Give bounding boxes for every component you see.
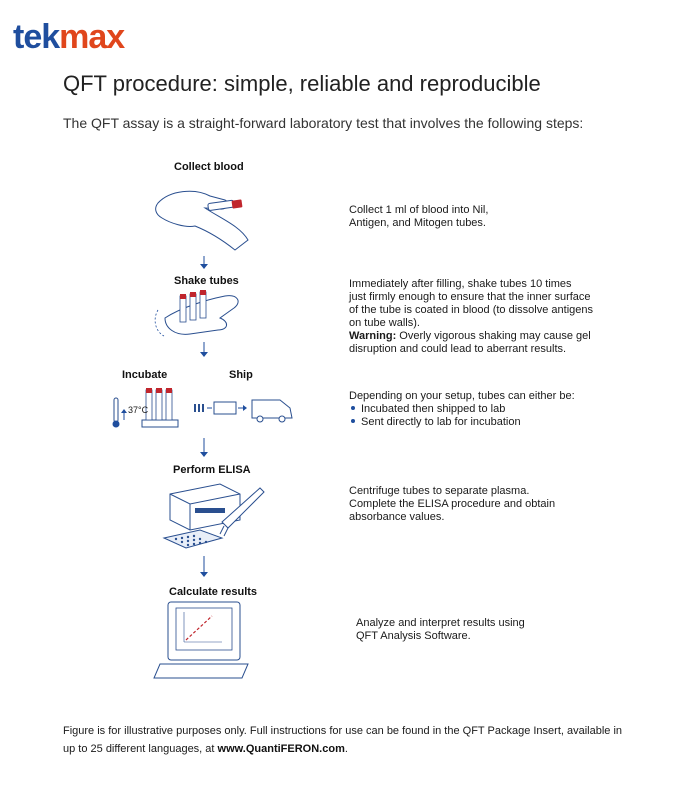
- tekmax-logo: tekmax: [13, 18, 125, 56]
- intro-text: The QFT assay is a straight-forward labo…: [63, 115, 584, 131]
- incubate-description: Depending on your setup, tubes can eithe…: [349, 390, 575, 429]
- collect-blood-description: Collect 1 ml of blood into Nil, Antigen,…: [349, 204, 489, 229]
- collect-blood-illustration: [155, 190, 249, 251]
- logo-part-max: max: [59, 18, 125, 56]
- bullet-item: Incubated then shipped to lab: [349, 403, 575, 416]
- arrow-down-icon: [200, 256, 208, 269]
- warning-label: Warning:: [349, 330, 397, 342]
- logo-part-tek: tek: [13, 18, 60, 56]
- step-label-shake-tubes: Shake tubes: [174, 275, 239, 287]
- bullet-dot-icon: [351, 406, 355, 411]
- step-label-ship: Ship: [229, 369, 253, 381]
- bullet-dot-icon: [351, 419, 355, 424]
- incubate-ship-illustration: [112, 388, 293, 428]
- perform-elisa-illustration: [162, 483, 265, 549]
- arrow-down-icon: [200, 342, 208, 357]
- footer-note: Figure is for illustrative purposes only…: [63, 725, 623, 755]
- step-label-calculate-results: Calculate results: [169, 586, 258, 598]
- shake-tubes-illustration: [154, 290, 239, 337]
- shake-tubes-description: Immediately after filling, shake tubes 1…: [349, 278, 593, 355]
- temperature-label: 37°C: [128, 405, 149, 415]
- calculate-results-description: Analyze and interpret results using QFT …: [356, 617, 525, 642]
- step-label-incubate: Incubate: [122, 369, 168, 381]
- perform-elisa-description: Centrifuge tubes to separate plasma. Com…: [349, 485, 556, 523]
- page-title: QFT procedure: simple, reliable and repr…: [63, 71, 541, 96]
- computer-illustration: [153, 601, 249, 679]
- step-label-perform-elisa: Perform ELISA: [173, 464, 251, 476]
- arrow-down-icon: [200, 556, 208, 577]
- quantiferon-link[interactable]: www.QuantiFERON.com: [217, 743, 345, 755]
- arrow-down-icon: [200, 438, 208, 457]
- bullet-item: Sent directly to lab for incubation: [349, 416, 575, 429]
- step-label-collect-blood: Collect blood: [174, 161, 244, 173]
